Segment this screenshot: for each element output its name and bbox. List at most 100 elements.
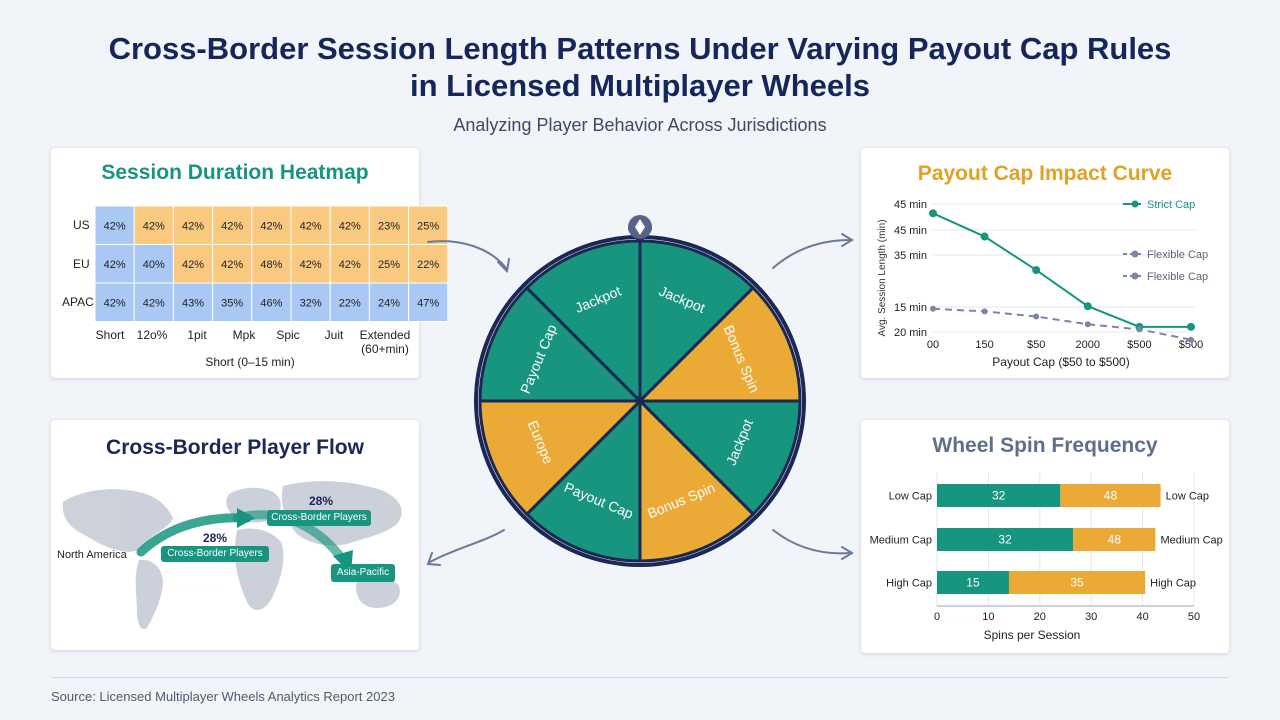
heatmap-cell: [133, 205, 174, 245]
flow-badge-top-label: Cross-Border Players: [271, 512, 367, 523]
payout-curve-point: [1084, 321, 1091, 328]
payout-curve-point: [1083, 302, 1092, 311]
heatmap-cell: [408, 282, 449, 322]
heatmap-title: Session Duration Heatmap: [101, 161, 369, 184]
heatmap-cell-value: 47%: [417, 297, 439, 309]
payout-curve-point: [930, 305, 936, 312]
heatmap-cell-value: 42%: [143, 297, 165, 309]
heatmap-cell: [368, 244, 410, 284]
south-america-shape: [135, 559, 163, 630]
arrow-wheel-to-freq: [772, 529, 851, 555]
spin-frequency-bar-value: 15: [966, 576, 980, 590]
spin-frequency-category-label-right: Medium Cap: [1160, 535, 1222, 547]
wheel-segment: [524, 239, 642, 405]
heatmap-cell-value: 35%: [221, 297, 243, 309]
spin-frequency-title: Wheel Spin Frequency: [861, 434, 1229, 458]
asia-pacific-label: Asia-Pacific: [336, 567, 390, 578]
heatmap-cell-value: 23%: [378, 220, 400, 232]
payout-curve-x-axis-label: Payout Cap ($50 to $500): [992, 355, 1129, 369]
page-subtitle: Analyzing Player Behavior Across Jurisdi…: [453, 115, 827, 135]
arrow-wheel-to-curve: [772, 239, 851, 269]
heatmap-cell-value: 42%: [182, 259, 204, 271]
north-america-shape: [62, 489, 173, 552]
payout-curve-y-tick: 35 min: [894, 250, 927, 262]
flow-badge-top-percent: 28%: [308, 494, 334, 508]
heatmap-cell-value: 25%: [378, 259, 400, 271]
heatmap-cell-value: 42%: [300, 259, 322, 271]
heatmap-col-label: 1pit: [187, 328, 207, 342]
arrow-wheel-to-freq-head: [841, 546, 854, 560]
heatmap-cell-value: 43%: [182, 297, 204, 309]
spin-frequency-x-axis-label: Spins per Session: [984, 628, 1081, 642]
arrow-heatmap-to-wheel: [427, 240, 507, 269]
spin-frequency-category-label: High Cap: [886, 578, 932, 590]
payout-curve-title: Payout Cap Impact Curve: [861, 162, 1229, 186]
payout-curve-title-text: Payout Cap Impact Curve: [917, 162, 1173, 185]
australia-shape: [356, 576, 400, 608]
payout-curve-legend-label: Flexible Cap: [1147, 249, 1208, 261]
heatmap-cell-value: 22%: [417, 259, 439, 271]
heatmap-cell: [133, 282, 174, 322]
flow-badge-top-box: [267, 510, 371, 526]
payout-curve-y-tick: 45 min: [894, 225, 927, 237]
wheel-segment: [478, 399, 644, 517]
heatmap-cell: [94, 244, 135, 284]
spin-frequency-title-text: Wheel Spin Frequency: [932, 434, 1158, 457]
payout-curve-legend-label: Flexible Cap: [1147, 271, 1208, 283]
payout-curve-legend-marker: [1131, 250, 1139, 258]
payout-curve-x-tick: 150: [975, 339, 993, 351]
payout-curve-point: [929, 209, 937, 218]
heatmap-cell: [329, 282, 370, 322]
payout-curve-point: [1136, 326, 1143, 333]
heatmap-cell-value: 42%: [339, 259, 361, 271]
payout-curve-x-tick: $500: [1179, 339, 1203, 351]
heatmap-grid: 42%42%42%42%42%42%42%23%25%42%40%42%42%4…: [94, 205, 449, 322]
heatmap-cell-value: 48%: [260, 259, 282, 271]
wheel-pointer-diamond-icon: [635, 219, 645, 235]
spin-frequency-bar-value: 32: [992, 489, 1006, 503]
page-title-line-2: in Licensed Multiplayer Wheels: [410, 68, 870, 103]
heatmap-col-label: Spic: [276, 328, 300, 342]
spin-frequency-x-tick: 0: [934, 611, 940, 623]
heatmap-card: Session Duration Heatmap US EU APAC 42%4…: [51, 148, 449, 378]
payout-curve-y-tick: 20 min: [894, 327, 927, 339]
spin-frequency-bar-segment: [1060, 484, 1161, 507]
heatmap-cell-value: 46%: [260, 297, 282, 309]
player-flow-card: Cross-Border Player Flow 28% Cross-Borde…: [51, 420, 419, 650]
spin-frequency-bar-segment: [937, 484, 1061, 507]
spin-frequency-bar-segment: [937, 571, 1009, 594]
payout-curve-legend-marker: [1131, 200, 1139, 208]
payout-curve-point: [1188, 336, 1194, 343]
wheel-segment: [636, 399, 802, 517]
spin-frequency-category-label: Low Cap: [889, 491, 932, 503]
spin-frequency-x-tick: 20: [1034, 611, 1046, 623]
payout-curve-x-tick: $500: [1127, 339, 1151, 351]
spin-frequency-category-label-right: High Cap: [1150, 578, 1196, 590]
payout-curve-point: [1187, 322, 1195, 331]
wheel-segment: [638, 397, 756, 563]
payout-curve-series-line: [932, 212, 1191, 328]
spin-frequency-x-tick: 40: [1136, 611, 1148, 623]
spin-frequency-bar-segment: [1073, 528, 1156, 551]
heatmap-cell: [251, 244, 292, 284]
spin-frequency-bar-value: 32: [998, 533, 1012, 547]
payout-curve-legend-label: Strict Cap: [1147, 199, 1195, 211]
player-flow-title: Cross-Border Player Flow: [106, 436, 364, 459]
heatmap-cell-value: 42%: [182, 220, 204, 232]
arrow-wheel-to-curve-head: [841, 233, 854, 247]
payout-curve-point: [980, 232, 989, 241]
wheel-segment: [638, 239, 756, 405]
asia-pacific-badge-box: [331, 564, 395, 582]
page-title-line-1: Cross-Border Session Length Patterns Und…: [108, 31, 1172, 66]
heatmap-cell: [368, 205, 410, 245]
flow-badge-left-box: [161, 546, 269, 562]
payout-curve-y-axis-label: Avg. Session Length (min): [877, 219, 888, 336]
payout-curve-series-line: [932, 307, 1192, 341]
heatmap-col-label: Juit: [324, 328, 344, 342]
heatmap-col-label: 12o%: [136, 328, 168, 342]
heatmap-cell-value: 24%: [378, 297, 400, 309]
